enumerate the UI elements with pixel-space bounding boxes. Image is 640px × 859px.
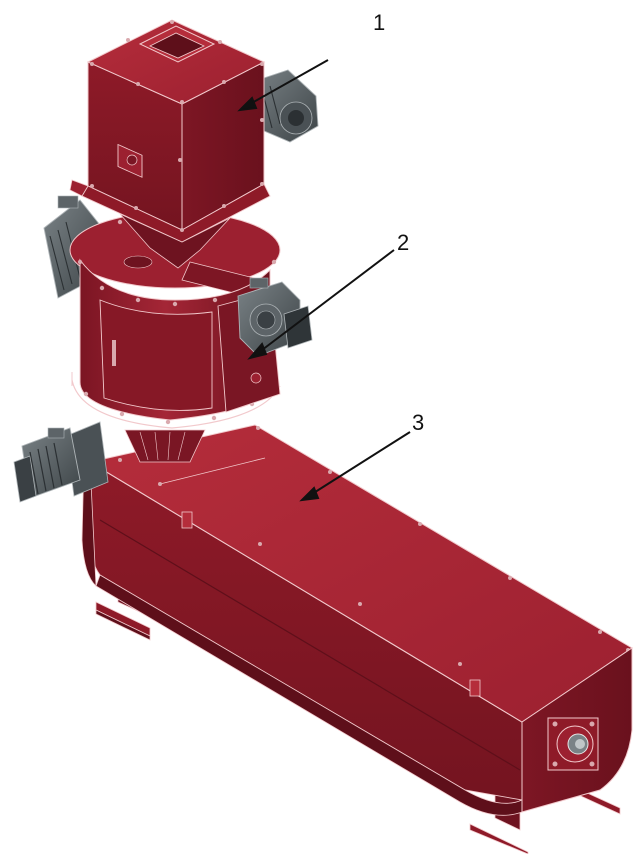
conveyor-cover-bolts (118, 426, 630, 666)
end-bearing-housing (547, 717, 599, 771)
conveyor-gear-motor (13, 421, 109, 503)
arrowhead-3 (299, 486, 320, 502)
leader-line-3 (311, 431, 411, 495)
arrowhead-1 (237, 96, 258, 112)
screw-conveyor (13, 421, 633, 855)
hopper-motor (251, 69, 319, 143)
arrowhead-2 (247, 342, 268, 360)
leader-lines (237, 59, 411, 502)
callout-label-3: 3 (412, 410, 425, 435)
leader-line-2 (261, 249, 395, 351)
rotary-feeder (43, 195, 313, 429)
leader-line-1 (249, 59, 329, 105)
callout-label-1: 1 (373, 10, 386, 35)
hopper-top-face (86, 19, 266, 105)
callout-label-2: 2 (397, 230, 410, 255)
feed-hopper (69, 19, 319, 269)
hopper-bolts (90, 20, 264, 232)
